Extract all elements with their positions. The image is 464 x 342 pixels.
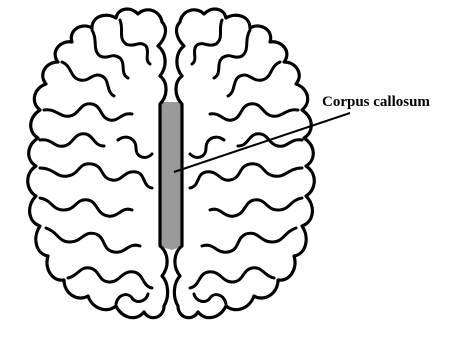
right-hemisphere [174, 9, 314, 318]
corpus-callosum-label: Corpus callosum [322, 94, 430, 110]
left-hemisphere [28, 9, 168, 318]
